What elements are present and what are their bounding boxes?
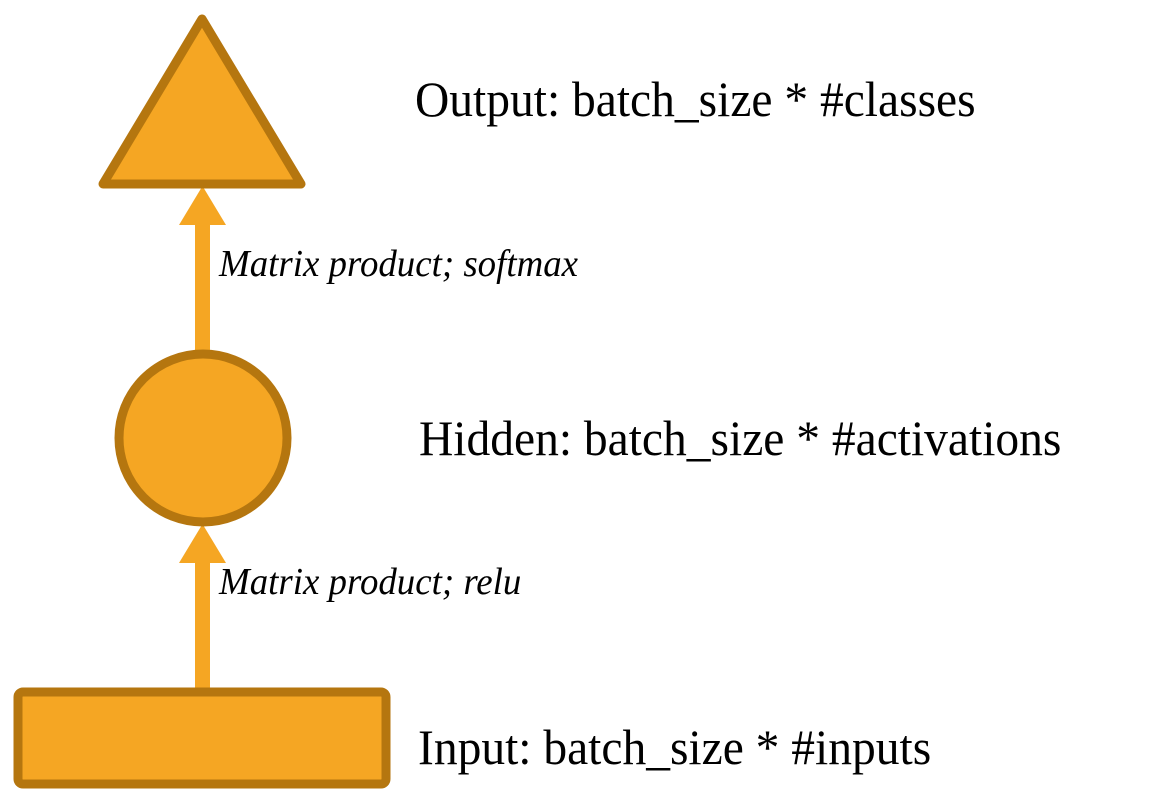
hidden-node-label: Hidden: batch_size * #activations xyxy=(419,410,1062,466)
edge-hidden-to-output xyxy=(179,186,226,357)
hidden-node-circle-shape[interactable] xyxy=(114,349,292,527)
edge-hidden-to-output-label: Matrix product; softmax xyxy=(219,243,578,285)
up-arrow-icon-head-upper xyxy=(179,186,226,225)
input-node-rectangle-shape[interactable] xyxy=(13,687,391,789)
up-arrow-icon-head-lower xyxy=(179,524,226,563)
input-node-label: Input: batch_size * #inputs xyxy=(418,719,932,775)
edge-input-to-hidden-label: Matrix product; relu xyxy=(219,561,522,603)
edge-input-to-hidden xyxy=(179,524,226,692)
output-node-triangle-shape[interactable] xyxy=(98,14,306,189)
up-arrow-icon-shaft-lower xyxy=(195,540,210,692)
output-node-label: Output: batch_size * #classes xyxy=(415,71,976,127)
up-arrow-icon-shaft-upper xyxy=(195,202,210,357)
